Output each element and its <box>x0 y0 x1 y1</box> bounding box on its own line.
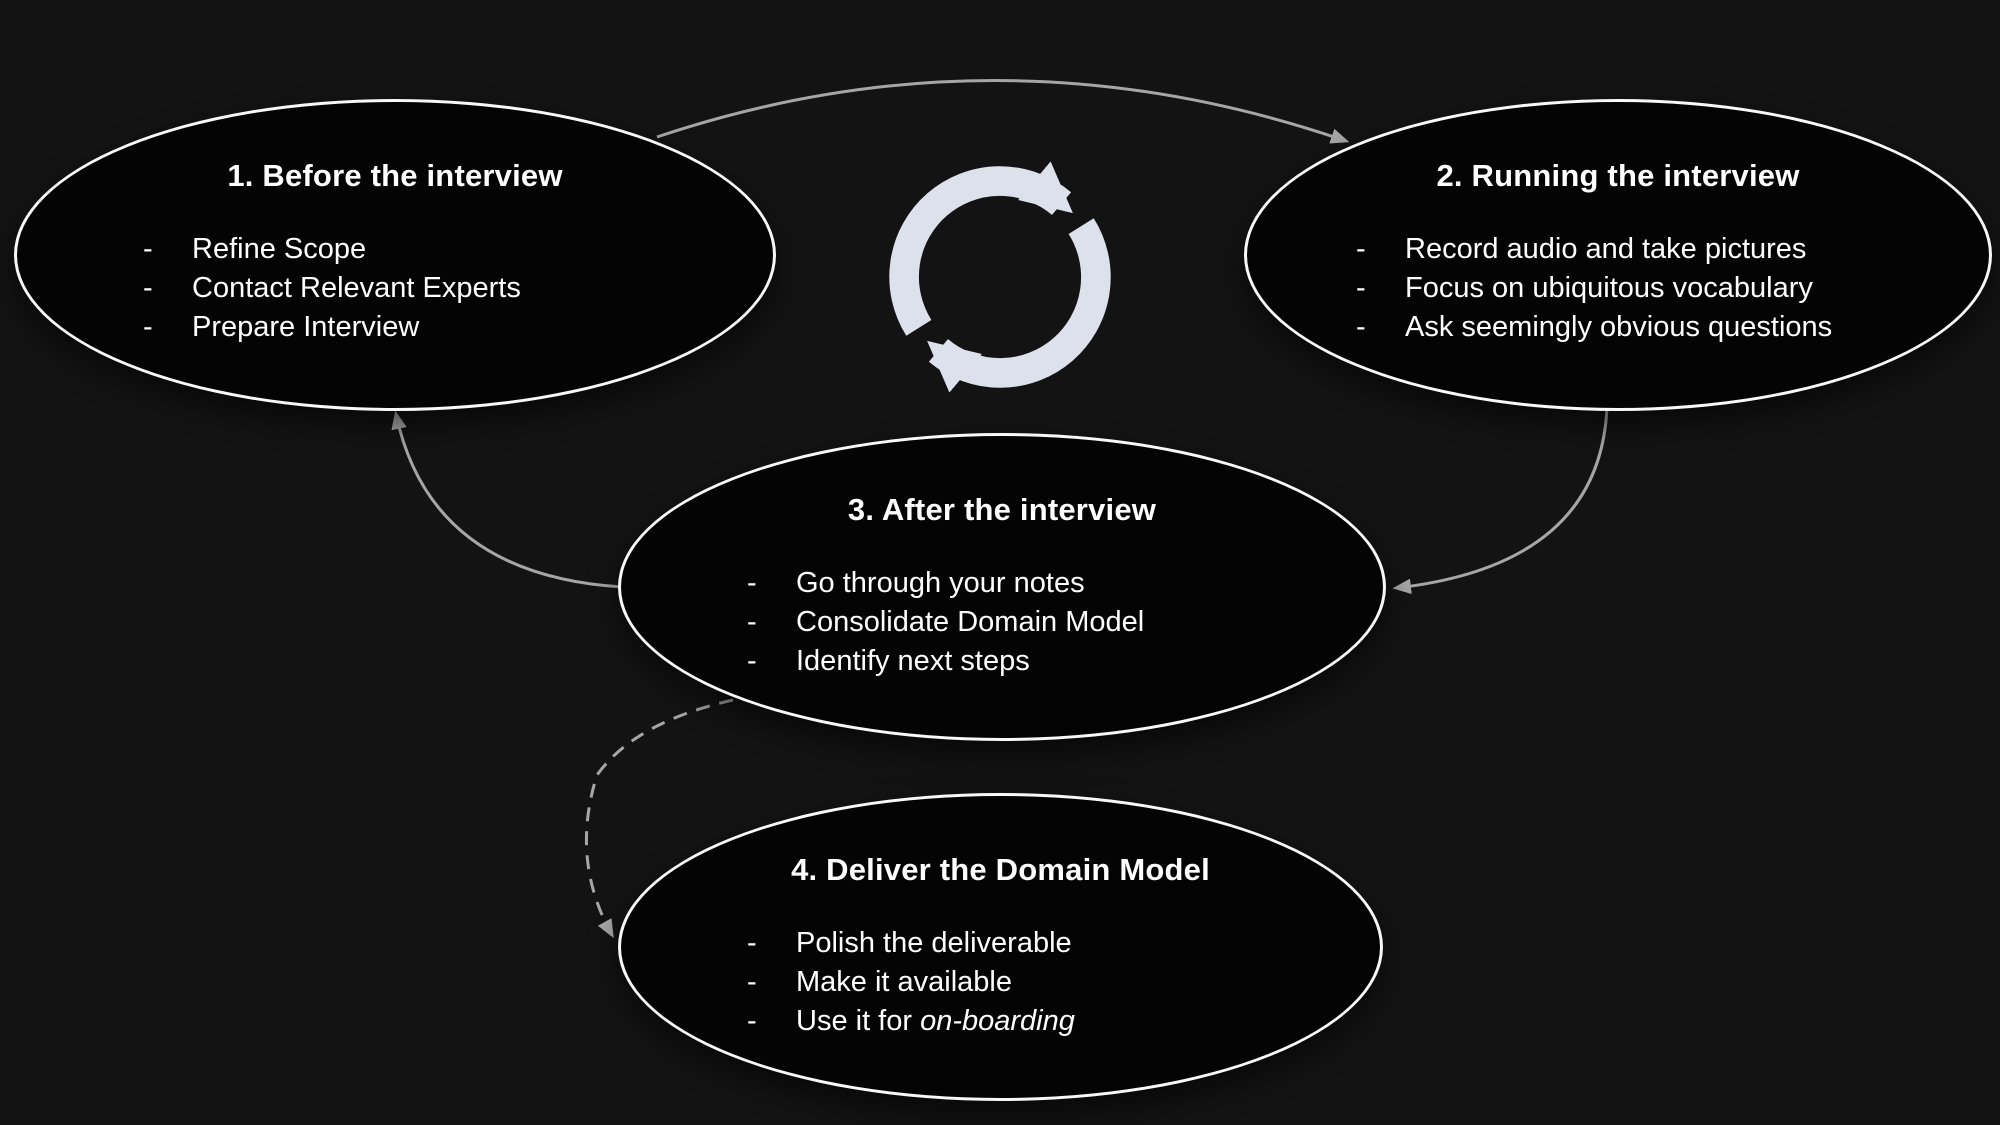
arrow-3-to-1 <box>391 410 623 589</box>
bullet-dash: - <box>747 567 757 599</box>
node-deliver-the-domain-model: 4. Deliver the Domain Model - Polish the … <box>618 793 1383 1101</box>
node-title: 4. Deliver the Domain Model <box>791 852 1210 887</box>
node-title: 2. Running the interview <box>1436 158 1800 193</box>
bullet-text: Focus on ubiquitous vocabulary <box>1405 272 1813 304</box>
bullet-item: - Identify next steps <box>747 642 1144 681</box>
bullet-item: - Polish the deliverable <box>747 924 1075 963</box>
node-after-the-interview: 3. After the interview - Go through your … <box>618 433 1386 741</box>
bullet-item: - Use it for on-boarding <box>747 1002 1075 1041</box>
bullet-text: Identify next steps <box>796 645 1030 677</box>
bullet-text: Prepare Interview <box>192 311 420 343</box>
bullet-dash: - <box>143 311 153 343</box>
node-before-the-interview: 1. Before the interview - Refine Scope - Co… <box>14 99 776 411</box>
refresh-cycle-bottom-arc <box>927 218 1111 393</box>
bullet-dash: - <box>143 233 153 265</box>
arrow-2-to-3 <box>1392 406 1609 595</box>
arrow-1-to-2 <box>656 79 1350 144</box>
bullet-item: - Refine Scope <box>143 230 521 269</box>
node-bullet-list: - Polish the deliverable - Make it availabl… <box>747 924 1075 1041</box>
bullet-dash: - <box>1356 311 1366 343</box>
refresh-cycle-icon <box>889 161 1111 393</box>
bullet-dash: - <box>747 606 757 638</box>
bullet-dash: - <box>747 927 757 959</box>
node-title: 3. After the interview <box>847 492 1157 527</box>
bullet-item: - Focus on ubiquitous vocabulary <box>1356 269 1832 308</box>
bullet-item: - Prepare Interview <box>143 308 521 347</box>
bullet-text: Record audio and take pictures <box>1405 233 1807 265</box>
bullet-text: Refine Scope <box>192 233 367 265</box>
bullet-dash: - <box>747 966 757 998</box>
node-bullet-list: - Refine Scope - Contact Relevant Experts - P… <box>143 230 521 347</box>
bullet-text: Ask seemingly obvious questions <box>1405 311 1833 343</box>
node-running-the-interview: 2. Running the interview - Record audio a… <box>1244 99 1992 411</box>
node-bullet-list: - Record audio and take pictures - Focus on… <box>1356 230 1832 347</box>
bullet-item: - Ask seemingly obvious questions <box>1356 308 1832 347</box>
bullet-text: Consolidate Domain Model <box>796 606 1145 638</box>
bullet-dash: - <box>1356 233 1366 265</box>
bullet-item: - Go through your notes <box>747 564 1144 603</box>
bullet-text: Make it available <box>796 966 1012 998</box>
bullet-item: - Make it available <box>747 963 1075 1002</box>
bullet-dash: - <box>747 1005 757 1037</box>
refresh-cycle-top-arc <box>889 161 1073 336</box>
bullet-item: - Record audio and take pictures <box>1356 230 1832 269</box>
bullet-item: - Contact Relevant Experts <box>143 269 521 308</box>
bullet-text: Use it for on-boarding <box>796 1005 1075 1037</box>
bullet-text: Contact Relevant Experts <box>192 272 521 304</box>
node-title: 1. Before the interview <box>227 158 563 193</box>
bullet-text: Go through your notes <box>796 567 1085 599</box>
bullet-dash: - <box>747 645 757 677</box>
node-bullet-list: - Go through your notes - Consolidate Domai… <box>747 564 1144 681</box>
bullet-dash: - <box>143 272 153 304</box>
bullet-dash: - <box>1356 272 1366 304</box>
bullet-item: - Consolidate Domain Model <box>747 603 1144 642</box>
bullet-text: Polish the deliverable <box>796 927 1072 959</box>
